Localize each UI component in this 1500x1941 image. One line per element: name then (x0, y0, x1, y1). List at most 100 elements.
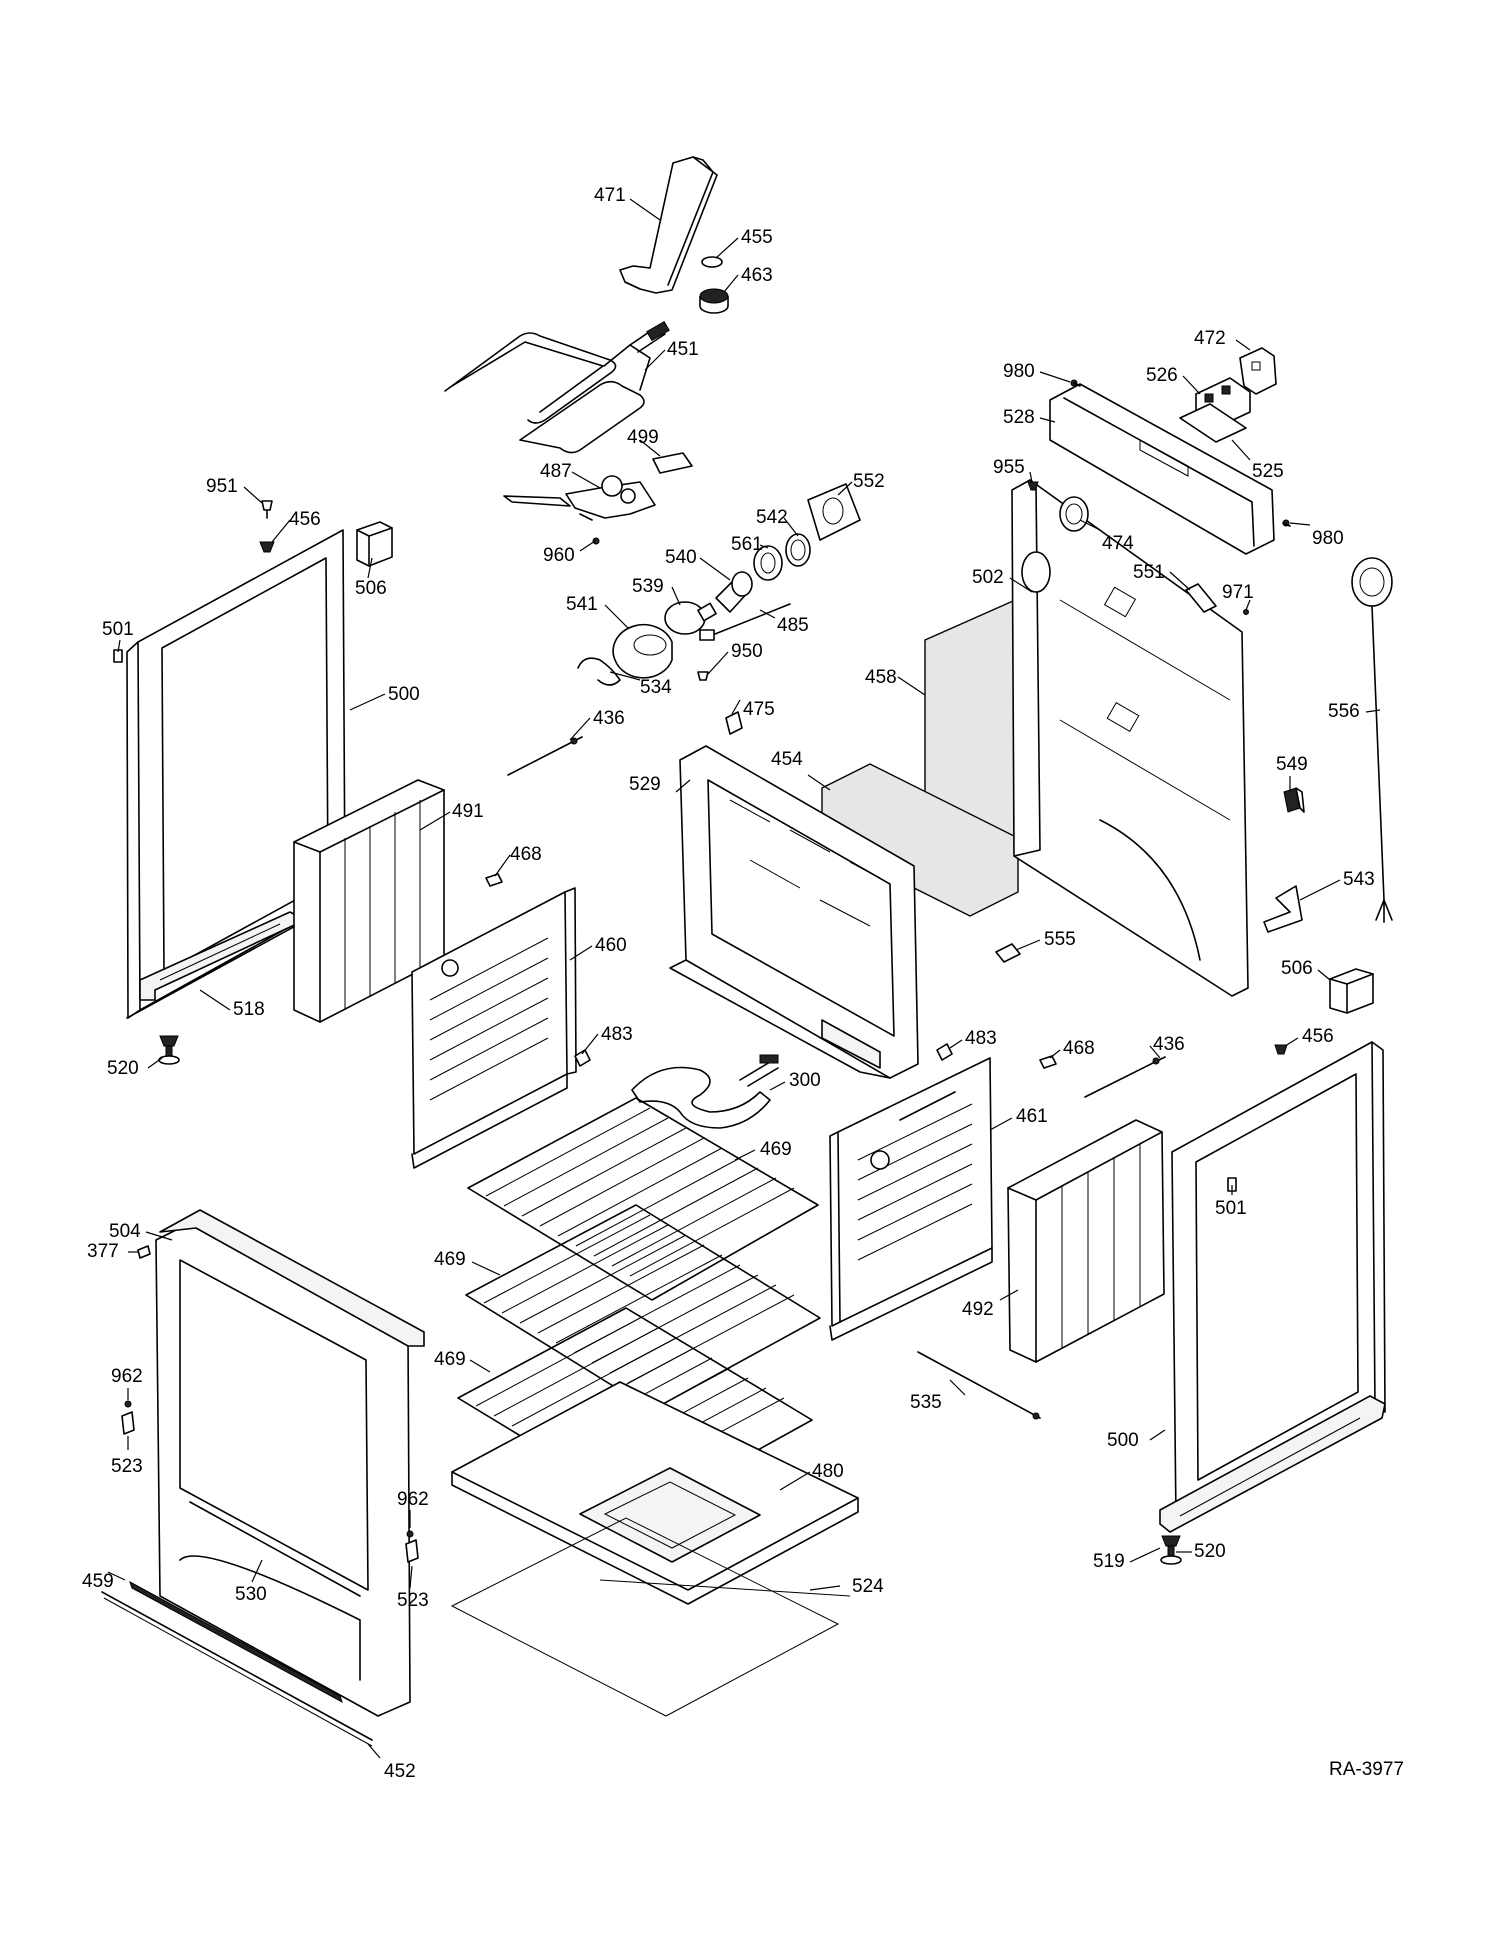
callout-542: 542 (756, 507, 788, 528)
callout-487: 487 (540, 461, 572, 482)
part-451-broil-element (444, 320, 670, 454)
part-530-trim (189, 1501, 361, 1597)
part-523-hinge-left (121, 1411, 135, 1435)
callout-475: 475 (743, 699, 775, 720)
callout-463: 463 (741, 265, 773, 286)
callout-960: 960 (543, 545, 575, 566)
callout-526: 526 (1146, 365, 1178, 386)
part-436-rod-right (1084, 1056, 1166, 1098)
part-541-lens (612, 623, 673, 679)
callout-436-right: 436 (1153, 1034, 1185, 1055)
callout-541: 541 (566, 594, 598, 615)
part-542-ring (785, 533, 811, 567)
part-300-bake-element (631, 1054, 779, 1129)
part-483-stop-left (574, 1049, 591, 1067)
callout-980-right: 980 (1312, 528, 1344, 549)
callout-504: 504 (109, 1221, 141, 1242)
callout-472: 472 (1194, 328, 1226, 349)
part-500-side-panel-right (1171, 1041, 1386, 1521)
part-460-liner-left (411, 887, 577, 1169)
part-463-knob (699, 288, 729, 314)
callout-962-left: 962 (111, 1366, 143, 1387)
callout-501-left: 501 (102, 619, 134, 640)
callout-529: 529 (629, 774, 661, 795)
part-539-bulb (664, 601, 717, 635)
part-436-rod-left (507, 736, 583, 776)
part-971-screw (1243, 609, 1249, 615)
callout-543: 543 (1343, 869, 1375, 890)
part-455-bushing (701, 256, 723, 268)
callout-962-right: 962 (397, 1489, 429, 1510)
callout-950: 950 (731, 641, 763, 662)
part-506-block-left (356, 521, 393, 567)
callout-524: 524 (852, 1576, 884, 1597)
diagram-id: RA-3977 (1329, 1759, 1404, 1780)
part-506-block-right (1329, 968, 1374, 1014)
part-456-screw-left (259, 541, 275, 553)
callout-501-right: 501 (1215, 1198, 1247, 1219)
part-561-ring (753, 545, 783, 581)
part-377-plate (137, 1245, 151, 1259)
callout-518: 518 (233, 999, 265, 1020)
callout-535: 535 (910, 1392, 942, 1413)
part-556-power-cord (1351, 557, 1393, 923)
part-534-clip (577, 657, 621, 686)
part-461-liner-right (829, 1057, 993, 1341)
callout-540: 540 (665, 547, 697, 568)
callout-561: 561 (731, 534, 763, 555)
callout-528: 528 (1003, 407, 1035, 428)
callout-377: 377 (87, 1241, 119, 1262)
callout-468-right: 468 (1063, 1038, 1095, 1059)
part-525-bracket (1179, 403, 1247, 443)
callout-460: 460 (595, 935, 627, 956)
callout-500-right: 500 (1107, 1430, 1139, 1451)
part-551-clip (1185, 583, 1217, 613)
callout-452: 452 (384, 1761, 416, 1782)
callout-480: 480 (812, 1461, 844, 1482)
part-459-strip (129, 1580, 343, 1704)
part-549-block (1283, 787, 1305, 813)
callout-506-right: 506 (1281, 958, 1313, 979)
callout-300: 300 (789, 1070, 821, 1091)
part-951-screw (261, 500, 273, 519)
callout-491: 491 (452, 801, 484, 822)
part-487-thermostat (503, 475, 656, 521)
part-472-bracket (1239, 347, 1277, 395)
part-520-leg-left (158, 1035, 180, 1065)
part-456-screw-right (1274, 1044, 1288, 1055)
part-529-back-liner (669, 745, 919, 1079)
part-468-clip-right (1039, 1055, 1057, 1069)
callout-471: 471 (594, 185, 626, 206)
callout-459: 459 (82, 1571, 114, 1592)
part-499-plate (652, 452, 693, 474)
leader-lines (107, 198, 1381, 1759)
callout-455: 455 (741, 227, 773, 248)
callout-551: 551 (1133, 562, 1165, 583)
part-471-handle (619, 156, 718, 294)
callout-523-right: 523 (397, 1590, 429, 1611)
callout-485: 485 (777, 615, 809, 636)
callout-500-left: 500 (388, 684, 420, 705)
part-980-screw-right (1282, 519, 1291, 527)
callout-520-left: 520 (107, 1058, 139, 1079)
part-980-screw-top (1070, 379, 1081, 387)
callout-556: 556 (1328, 701, 1360, 722)
part-485-sensor (699, 603, 791, 641)
part-491-insulation-left (293, 779, 445, 1023)
callout-469-bottom: 469 (434, 1349, 466, 1370)
callout-534: 534 (640, 677, 672, 698)
part-552-gasket (807, 483, 861, 541)
part-483-stop-right (936, 1043, 953, 1061)
callout-461: 461 (1016, 1106, 1048, 1127)
callout-458: 458 (865, 667, 897, 688)
callout-456-left: 456 (289, 509, 321, 530)
part-480-oven-bottom (451, 1381, 859, 1605)
part-492-insulation-right (1007, 1119, 1165, 1363)
part-475-clip (725, 711, 743, 735)
part-535-rod (917, 1351, 1041, 1420)
callout-499: 499 (627, 427, 659, 448)
callout-454: 454 (771, 749, 803, 770)
callout-451: 451 (667, 339, 699, 360)
callout-951: 951 (206, 476, 238, 497)
